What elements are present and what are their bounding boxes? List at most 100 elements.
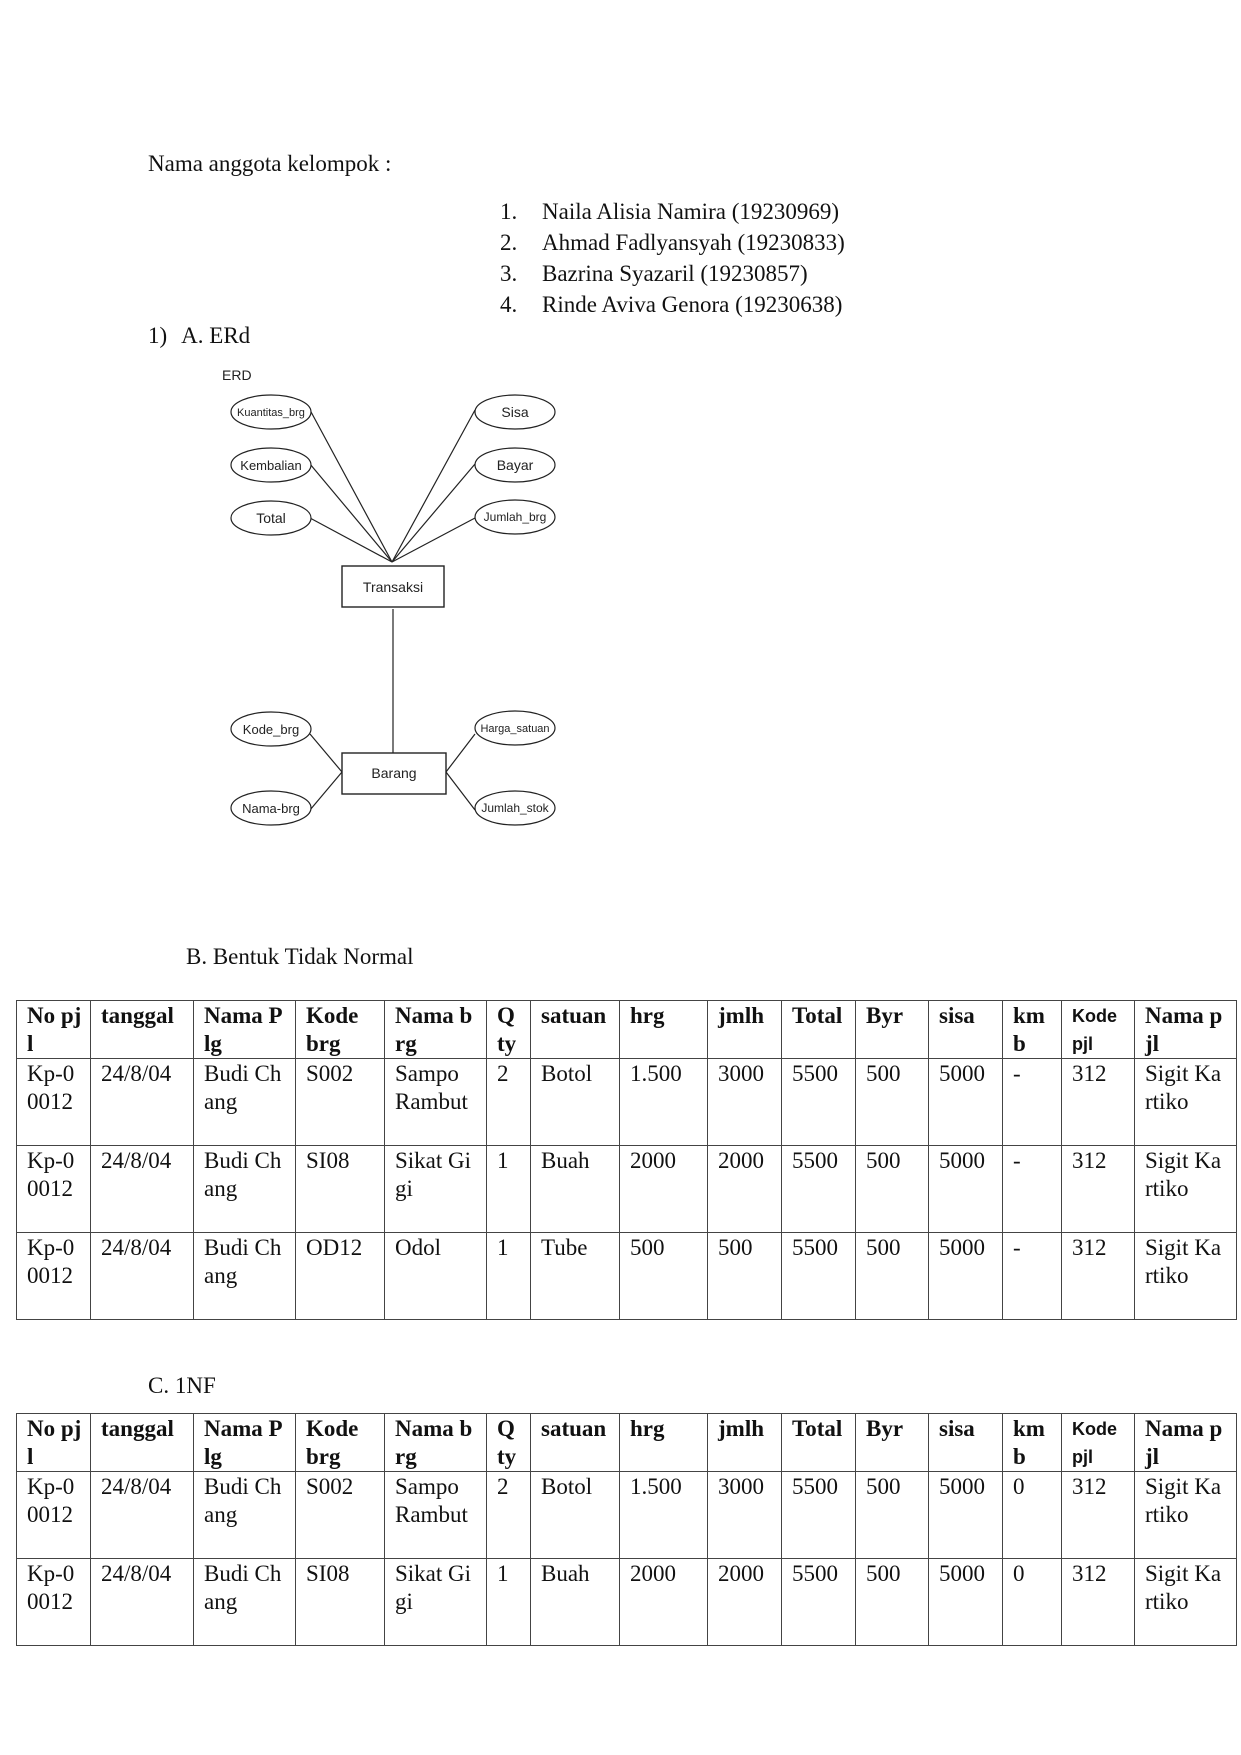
table-cell: 5000 bbox=[928, 1558, 1003, 1646]
table-cell: 500 bbox=[855, 1145, 929, 1233]
table-cell: Buah bbox=[530, 1558, 620, 1646]
table-cell: 312 bbox=[1061, 1558, 1135, 1646]
table-cell: 500 bbox=[855, 1471, 929, 1559]
table-cell: 2000 bbox=[707, 1558, 782, 1646]
section-c-heading: C. 1NF bbox=[148, 1373, 216, 1398]
table-cell: Kp-00012 bbox=[16, 1558, 91, 1646]
member-list: 1.Naila Alisia Namira (19230969) 2.Ahmad… bbox=[500, 196, 845, 320]
attribute-sisa: Sisa bbox=[474, 394, 556, 430]
table-cell: 500 bbox=[855, 1558, 929, 1646]
table-cell: - bbox=[1002, 1145, 1062, 1233]
table-cell: Budi Chang bbox=[193, 1558, 296, 1646]
table-cell: 2000 bbox=[707, 1145, 782, 1233]
col-satuan: satuan bbox=[530, 1413, 620, 1472]
table-cell: 24/8/04 bbox=[90, 1058, 194, 1146]
col-tanggal: tanggal bbox=[90, 1000, 194, 1059]
table-cell: 2 bbox=[486, 1058, 531, 1146]
list-item: 1.Naila Alisia Namira (19230969) bbox=[500, 199, 840, 224]
table-cell: 5000 bbox=[928, 1471, 1003, 1559]
table-cell: 312 bbox=[1061, 1145, 1135, 1233]
table-unnormalized: No pjl tanggal Nama Plg Kode brg Nama br… bbox=[16, 1000, 1237, 1320]
table-cell: 0 bbox=[1002, 1471, 1062, 1559]
col-nama-pjl: Nama pjl bbox=[1134, 1000, 1237, 1059]
table-cell: 5000 bbox=[928, 1232, 1003, 1320]
svg-text:Bayar: Bayar bbox=[497, 457, 534, 473]
table-cell: Tube bbox=[530, 1232, 620, 1320]
list-item: 3.Bazrina Syazaril (19230857) bbox=[500, 261, 808, 286]
attribute-kuantitas-brg: Kuantitas_brg bbox=[230, 394, 312, 430]
erd-caption: ERD bbox=[222, 367, 252, 383]
table-cell: 5500 bbox=[781, 1232, 856, 1320]
col-kode-brg: Kode brg bbox=[295, 1413, 385, 1472]
table-cell: Budi Chang bbox=[193, 1232, 296, 1320]
col-tanggal: tanggal bbox=[90, 1413, 194, 1472]
attribute-harga-satuan: Harga_satuan bbox=[474, 710, 556, 746]
entity-barang: Barang bbox=[341, 752, 447, 795]
col-kode-brg: Kode brg bbox=[295, 1000, 385, 1059]
table-cell: 24/8/04 bbox=[90, 1232, 194, 1320]
entity-transaksi: Transaksi bbox=[341, 565, 445, 608]
table-cell: Sigit Kartiko bbox=[1134, 1058, 1237, 1146]
attribute-jumlah-stok: Jumlah_stok bbox=[474, 790, 556, 826]
table-cell: 500 bbox=[619, 1232, 708, 1320]
table-row: Kp-00012 24/8/04 Budi Chang S002 Sampo R… bbox=[16, 1058, 1237, 1146]
table-cell: S002 bbox=[295, 1058, 385, 1146]
attribute-total: Total bbox=[230, 500, 312, 536]
svg-text:Kembalian: Kembalian bbox=[240, 458, 301, 473]
table-cell: 1 bbox=[486, 1145, 531, 1233]
col-total: Total bbox=[781, 1413, 856, 1472]
col-sisa: sisa bbox=[928, 1000, 1003, 1059]
svg-text:Nama-brg: Nama-brg bbox=[242, 801, 300, 816]
table-cell: Odol bbox=[384, 1232, 487, 1320]
table-cell: Budi Chang bbox=[193, 1471, 296, 1559]
table-cell: - bbox=[1002, 1058, 1062, 1146]
section-a-heading: 1) A. ERd bbox=[148, 322, 250, 350]
table-row: Kp-00012 24/8/04 Budi Chang S002 Sampo R… bbox=[16, 1471, 1237, 1559]
col-nama-brg: Nama brg bbox=[384, 1413, 487, 1472]
table-cell: 1 bbox=[486, 1232, 531, 1320]
col-nama-pjl: Nama pjl bbox=[1134, 1413, 1237, 1472]
erd-diagram: ERD Kuantitas_brg Kembalian Total Sisa B… bbox=[222, 367, 556, 826]
col-satuan: satuan bbox=[530, 1000, 620, 1059]
table-cell: 24/8/04 bbox=[90, 1145, 194, 1233]
table-row: Kp-00012 24/8/04 Budi Chang OD12 Odol 1 … bbox=[16, 1232, 1237, 1320]
col-no-pjl: No pjl bbox=[16, 1413, 91, 1472]
group-members-label: Nama anggota kelompok : bbox=[148, 151, 392, 176]
table-cell: 5000 bbox=[928, 1145, 1003, 1233]
table-cell: Sampo Rambut bbox=[384, 1471, 487, 1559]
table-cell: 3000 bbox=[707, 1058, 782, 1146]
list-item: 4.Rinde Aviva Genora (19230638) bbox=[500, 292, 843, 317]
section-title: A. ERd bbox=[181, 323, 251, 348]
svg-text:Sisa: Sisa bbox=[501, 404, 528, 420]
table-cell: Sigit Kartiko bbox=[1134, 1558, 1237, 1646]
svg-text:Transaksi: Transaksi bbox=[363, 579, 423, 595]
attribute-nama-brg: Nama-brg bbox=[230, 790, 312, 826]
table-cell: 2000 bbox=[619, 1558, 708, 1646]
col-hrg: hrg bbox=[619, 1413, 708, 1472]
table-cell: Sigit Kartiko bbox=[1134, 1471, 1237, 1559]
svg-text:Harga_satuan: Harga_satuan bbox=[480, 723, 549, 735]
table-cell: 500 bbox=[855, 1058, 929, 1146]
col-kmb: kmb bbox=[1002, 1000, 1062, 1059]
table-cell: 312 bbox=[1061, 1471, 1135, 1559]
table-cell: Sikat Gigi bbox=[384, 1145, 487, 1233]
col-sisa: sisa bbox=[928, 1413, 1003, 1472]
table-cell: 5500 bbox=[781, 1558, 856, 1646]
list-item: 2.Ahmad Fadlyansyah (19230833) bbox=[500, 230, 845, 255]
table-cell: 312 bbox=[1061, 1058, 1135, 1146]
table-cell: S002 bbox=[295, 1471, 385, 1559]
table-cell: Buah bbox=[530, 1145, 620, 1233]
table-cell: Sampo Rambut bbox=[384, 1058, 487, 1146]
table-cell: SI08 bbox=[295, 1145, 385, 1233]
table-cell: SI08 bbox=[295, 1558, 385, 1646]
col-kode-pjl: Kode pjl bbox=[1061, 1413, 1135, 1472]
table-cell: 24/8/04 bbox=[90, 1558, 194, 1646]
section-number: 1) bbox=[148, 323, 168, 348]
col-kmb: kmb bbox=[1002, 1413, 1062, 1472]
col-nama-plg: Nama Plg bbox=[193, 1000, 296, 1059]
table-cell: 1.500 bbox=[619, 1471, 708, 1559]
table-cell: 500 bbox=[707, 1232, 782, 1320]
table-cell: 0 bbox=[1002, 1558, 1062, 1646]
col-hrg: hrg bbox=[619, 1000, 708, 1059]
col-jmlh: jmlh bbox=[707, 1000, 782, 1059]
